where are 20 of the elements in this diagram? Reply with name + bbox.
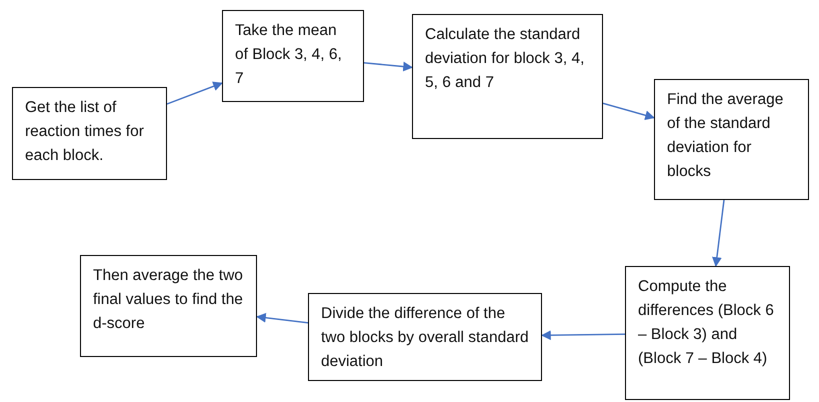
process-box — [625, 266, 790, 400]
arrow — [712, 200, 725, 267]
process-box — [654, 79, 809, 200]
process-box — [308, 293, 542, 381]
process-box — [12, 87, 167, 180]
arrow — [256, 312, 308, 324]
arrow — [541, 330, 625, 340]
step-text: Calculate the standard deviation for block 3, 4, 5, 6 and 7 — [425, 25, 586, 93]
step-text: Divide the difference of the two blocks by overall standard deviation — [321, 304, 529, 372]
step-text: Then average the two final values to find the d-score — [93, 266, 244, 334]
arrow — [602, 102, 655, 120]
process-box — [222, 10, 364, 102]
step-text: Compute the differences (Block 6 – Block 3) and (Block 7 – Block 4) — [638, 277, 775, 369]
arrow — [166, 82, 223, 105]
step-text: Find the average of the standard deviation for blocks — [667, 90, 784, 182]
process-box — [80, 255, 257, 357]
step-text: Take the mean of Block 3, 4, 6, 7 — [235, 21, 343, 89]
arrow — [364, 62, 413, 72]
process-box — [412, 14, 603, 139]
step-text: Get the list of reaction times for each block. — [25, 98, 145, 166]
